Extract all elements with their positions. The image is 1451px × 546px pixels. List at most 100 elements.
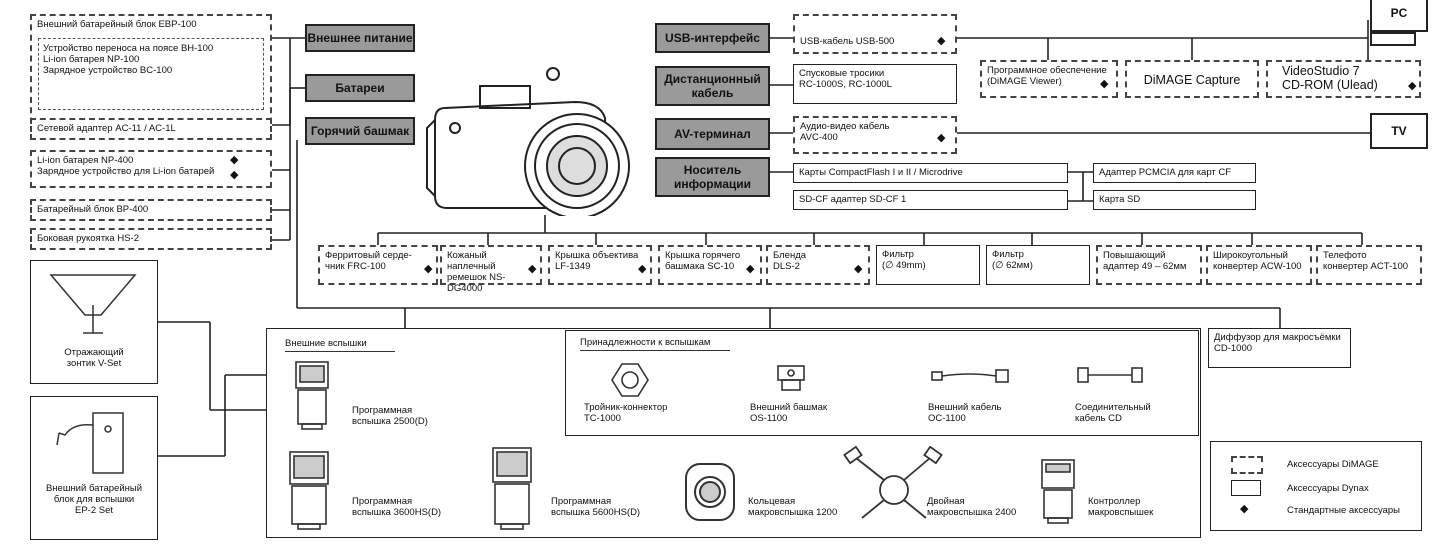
bh-100-group: Устройство переноса на поясе BH-100 Li-i… <box>38 38 264 110</box>
connecting-cable-label[interactable]: Соединительный кабель CD <box>1075 402 1151 424</box>
videostudio-box[interactable]: VideoStudio 7 CD-ROM (Ulead) ◆ <box>1266 60 1421 98</box>
category-usb[interactable]: USB-интерфейс <box>655 23 770 53</box>
ring-flash-label-1: Кольцевая <box>748 496 796 507</box>
ac-adapter-box[interactable]: Сетевой адаптер AC-11 / AC-1L <box>30 118 272 140</box>
flash-5600-label[interactable]: Программная вспышка 5600HS(D) <box>551 496 640 518</box>
twin-flash-icon <box>843 446 943 519</box>
row-item-label: (∅ 62мм) <box>992 260 1033 271</box>
row-item-label: конвертер ACT-100 <box>1323 261 1409 272</box>
row-item-label: Крышка горячего <box>665 250 741 261</box>
row-item-step-up-adapter[interactable]: Повышающий адаптер 49 – 62мм <box>1096 245 1202 285</box>
dimage-capture-box[interactable]: DiMAGE Capture <box>1125 60 1259 98</box>
flash-5600-label-2: вспышка 5600HS(D) <box>551 507 641 518</box>
battery-pack-icon <box>56 412 124 474</box>
hs-2-box[interactable]: Боковая рукоятка HS-2 <box>30 228 272 250</box>
category-external-power[interactable]: Внешнее питание <box>305 24 415 52</box>
remote-cable-box[interactable]: Спусковые тросики RC-1000S, RC-1000L <box>793 64 957 104</box>
row-item-label: Фильтр <box>882 249 914 260</box>
external-flashes-title: Внешние вспышки <box>285 338 367 349</box>
row-item-label: DLS-2 <box>773 261 800 272</box>
triple-connector-label[interactable]: Тройник-коннектор TC-1000 <box>584 402 667 424</box>
triple-connector-icon <box>611 363 649 397</box>
row-item-dls-2[interactable]: Бленда DLS-2 ◆ <box>766 245 870 285</box>
flash-3600-label[interactable]: Программная вспышка 3600HS(D) <box>352 496 441 518</box>
diffuser-cd-1000-box[interactable]: Диффузор для макросъёмки CD-1000 <box>1208 328 1351 368</box>
ep-2-set-box[interactable]: Внешний батарейный блок для вспышки EP-2… <box>30 396 158 540</box>
videostudio-label-2: CD-ROM (Ulead) <box>1282 78 1378 92</box>
category-remote[interactable]: Дистанционный кабель <box>655 66 770 106</box>
category-hot-shoe[interactable]: Горячий башмак <box>305 117 415 145</box>
row-item-label: Ферритовый серде- <box>325 250 412 261</box>
row-item-label: Кожаный наплечный <box>447 250 496 272</box>
bp-400-box[interactable]: Батарейный блок BP-400 <box>30 199 272 221</box>
row-item-act-100[interactable]: Телефото конвертер ACT-100 <box>1316 245 1422 285</box>
diffuser-label-2: CD-1000 <box>1214 343 1253 354</box>
row-item-label: адаптер 49 – 62мм <box>1103 261 1187 272</box>
pc-base-icon <box>1370 32 1416 46</box>
ring-flash-label[interactable]: Кольцевая макровспышка 1200 <box>748 496 837 518</box>
np-400-box[interactable]: Li-ion батарея NP-400 Зарядное устройств… <box>30 150 272 188</box>
standard-diamond-icon: ◆ <box>230 169 239 181</box>
pc-label: PC <box>1370 0 1428 32</box>
dimage-viewer-box[interactable]: Программное обеспечение (DiMAGE Viewer) … <box>980 60 1118 98</box>
umbrella-label-2: зонтик V-Set <box>66 358 122 369</box>
compactflash-label: Карты CompactFlash I и II / Microdrive <box>799 167 963 178</box>
flash-2500-label[interactable]: Программная вспышка 2500(D) <box>352 405 428 427</box>
ep-2-label-2: блок для вспышки <box>53 494 135 505</box>
av-label-2: AVC-400 <box>800 132 838 143</box>
external-cable-label[interactable]: Внешний кабель OC-1100 <box>928 402 1001 424</box>
row-item-label: чник FRC-100 <box>325 261 386 272</box>
sd-cf-label: SD-CF адаптер SD-CF 1 <box>799 194 907 205</box>
sd-cf-box[interactable]: SD-CF адаптер SD-CF 1 <box>793 190 1068 210</box>
external-flashes-group: Внешние вспышки <box>266 328 1201 538</box>
connecting-cable-label-2: кабель CD <box>1075 413 1122 424</box>
row-item-filter-49[interactable]: Фильтр (∅ 49mm) <box>876 245 980 285</box>
li-ion-charger-label: Зарядное устройство для Li-ion батарей <box>37 166 215 177</box>
row-item-filter-62[interactable]: Фильтр (∅ 62мм) <box>986 245 1090 285</box>
software-label-2: (DiMAGE Viewer) <box>987 76 1062 87</box>
standard-diamond-icon: ◆ <box>424 263 433 275</box>
standard-diamond-icon: ◆ <box>638 263 647 275</box>
compactflash-box[interactable]: Карты CompactFlash I и II / Microdrive <box>793 163 1068 183</box>
category-batteries[interactable]: Батареи <box>305 74 415 102</box>
ring-flash-label-2: макровспышка 1200 <box>748 507 838 518</box>
standard-diamond-icon: ◆ <box>1408 80 1417 92</box>
software-label-1: Программное обеспечение <box>987 65 1107 76</box>
macro-controller-icon <box>1041 459 1075 524</box>
row-item-ns-dg4000[interactable]: Кожаный наплечный ремешок NS-DG4000 ◆ <box>440 245 542 294</box>
twin-flash-label[interactable]: Двойная макровспышка 2400 <box>927 496 1016 518</box>
avc-400-box[interactable]: Аудио-видео кабель AVC-400 ◆ <box>793 116 957 154</box>
ebp-100-group[interactable]: Внешний батарейный блок EBP-100 Устройст… <box>30 14 272 134</box>
external-cable-label-2: OC-1100 <box>928 413 966 424</box>
title-underline <box>285 351 395 352</box>
standard-diamond-icon: ◆ <box>937 35 946 47</box>
row-item-acw-100[interactable]: Широкоугольный конвертер ACW-100 <box>1206 245 1312 285</box>
external-shoe-label[interactable]: Внешний башмак OS-1100 <box>750 402 827 424</box>
usb-500-box[interactable]: USB-кабель USB-500 ◆ <box>793 14 957 54</box>
category-av[interactable]: AV-терминал <box>655 118 770 150</box>
row-item-label: Фильтр <box>992 249 1024 260</box>
category-media[interactable]: Носитель информации <box>655 157 770 197</box>
pc-icon: PC <box>1370 0 1430 38</box>
legend-standard-label: Стандартные аксессуары <box>1287 505 1401 516</box>
standard-diamond-icon: ◆ <box>854 263 863 275</box>
connecting-cable-icon <box>1077 367 1143 383</box>
macro-controller-label[interactable]: Контроллер макровспышек <box>1088 496 1153 518</box>
row-item-label: Повышающий <box>1103 250 1166 261</box>
flash-2500-label-1: Программная <box>352 405 413 416</box>
flash-5600-label-1: Программная <box>551 496 612 507</box>
pcmcia-box[interactable]: Адаптер PCMCIA для карт CF <box>1093 163 1256 183</box>
external-cable-icon <box>931 369 1009 383</box>
ring-flash-icon <box>685 463 735 521</box>
umbrella-v-set-box[interactable]: Отражающий зонтик V-Set <box>30 260 158 384</box>
row-item-label: (∅ 49mm) <box>882 260 926 271</box>
row-item-sc-10[interactable]: Крышка горячего башмака SC-10 ◆ <box>658 245 762 285</box>
standard-diamond-icon: ◆ <box>937 132 946 144</box>
legend-dynax-swatch <box>1231 480 1261 496</box>
external-shoe-icon <box>777 365 805 391</box>
sd-card-box[interactable]: Карта SD <box>1093 190 1256 210</box>
row-item-lf-1349[interactable]: Крышка объектива LF-1349 ◆ <box>548 245 652 285</box>
row-item-label: башмака SC-10 <box>665 261 735 272</box>
row-item-frc-100[interactable]: Ферритовый серде- чник FRC-100 ◆ <box>318 245 438 285</box>
